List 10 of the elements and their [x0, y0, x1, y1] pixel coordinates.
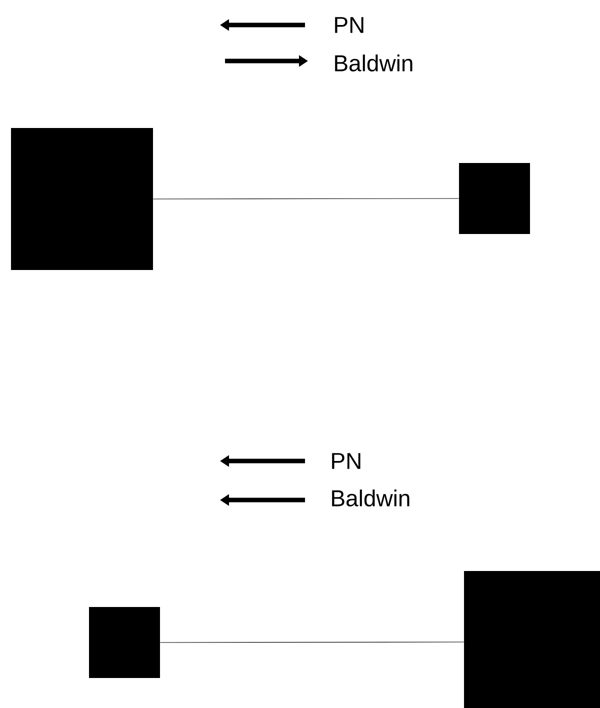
arrow-label: Baldwin	[332, 490, 410, 506]
arrow-label: PN	[332, 453, 360, 469]
arrow-label: PN	[335, 17, 364, 33]
square-block	[11, 128, 153, 270]
square-block	[89, 607, 160, 678]
arrow-label: Baldwin	[335, 54, 412, 72]
square-block	[459, 163, 530, 234]
connector-line	[152, 198, 460, 200]
connector-line	[160, 642, 464, 643]
square-block	[464, 571, 600, 708]
